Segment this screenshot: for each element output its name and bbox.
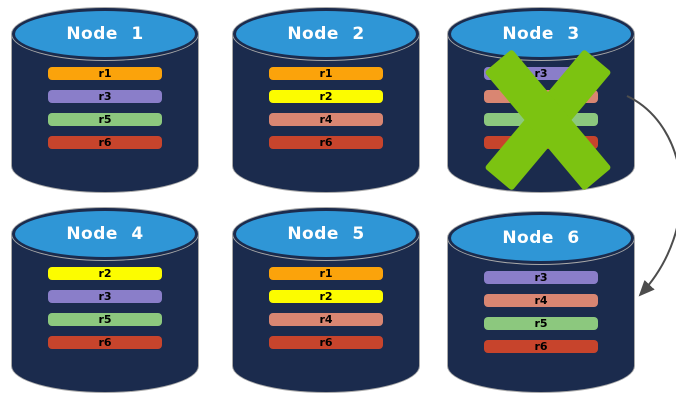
node-5-label: Node 5 xyxy=(287,224,365,244)
replica-bar-r2: r2 xyxy=(48,267,162,280)
node-4-replica-list: r2 r3 r5 r6 xyxy=(48,267,162,359)
node-1-replica-list: r1 r3 r5 r6 xyxy=(48,67,162,159)
node-1-cylinder: Node 1 r1 r3 r5 r6 xyxy=(12,8,198,192)
node-3-cylinder-top: Node 3 xyxy=(448,8,634,60)
node-6-replica-list: r3 r4 r5 r6 xyxy=(484,271,598,363)
replica-bar-r5: r5 xyxy=(484,317,598,330)
failure-x-icon xyxy=(484,48,612,192)
node-4-cylinder-top: Node 4 xyxy=(12,208,198,260)
replica-bar-r6: r6 xyxy=(48,136,162,149)
replica-bar-r1: r1 xyxy=(48,67,162,80)
node-1-label: Node 1 xyxy=(66,24,144,44)
node-6-cylinder-top: Node 6 xyxy=(448,212,634,264)
node-1-cylinder-top: Node 1 xyxy=(12,8,198,60)
replica-bar-r6: r6 xyxy=(269,336,383,349)
replica-bar-r4: r4 xyxy=(484,294,598,307)
arrow-path xyxy=(626,95,676,297)
replica-bar-r6: r6 xyxy=(48,336,162,349)
node-6-label: Node 6 xyxy=(502,228,580,248)
node-4-label: Node 4 xyxy=(66,224,144,244)
replica-bar-r3: r3 xyxy=(48,290,162,303)
node-2-cylinder-top: Node 2 xyxy=(233,8,419,60)
node-5-cylinder: Node 5 r1 r2 r4 r6 xyxy=(233,208,419,392)
replica-bar-r4: r4 xyxy=(269,313,383,326)
replica-bar-r1: r1 xyxy=(269,267,383,280)
replica-bar-r4: r4 xyxy=(269,113,383,126)
node-2-cylinder: Node 2 r1 r2 r4 r6 xyxy=(233,8,419,192)
replica-bar-r6: r6 xyxy=(484,340,598,353)
node-6-cylinder: Node 6 r3 r4 r5 r6 xyxy=(448,212,634,392)
replica-bar-r3: r3 xyxy=(48,90,162,103)
node-5-replica-list: r1 r2 r4 r6 xyxy=(269,267,383,359)
replica-bar-r2: r2 xyxy=(269,90,383,103)
replica-bar-r1: r1 xyxy=(269,67,383,80)
node-3-label: Node 3 xyxy=(502,24,580,44)
replica-bar-r5: r5 xyxy=(48,113,162,126)
node-2-label: Node 2 xyxy=(287,24,365,44)
node-5-cylinder-top: Node 5 xyxy=(233,208,419,260)
node-2-replica-list: r1 r2 r4 r6 xyxy=(269,67,383,159)
replica-bar-r2: r2 xyxy=(269,290,383,303)
replica-bar-r3: r3 xyxy=(484,271,598,284)
replica-bar-r6: r6 xyxy=(269,136,383,149)
replica-bar-r5: r5 xyxy=(48,313,162,326)
node-4-cylinder: Node 4 r2 r3 r5 r6 xyxy=(12,208,198,392)
